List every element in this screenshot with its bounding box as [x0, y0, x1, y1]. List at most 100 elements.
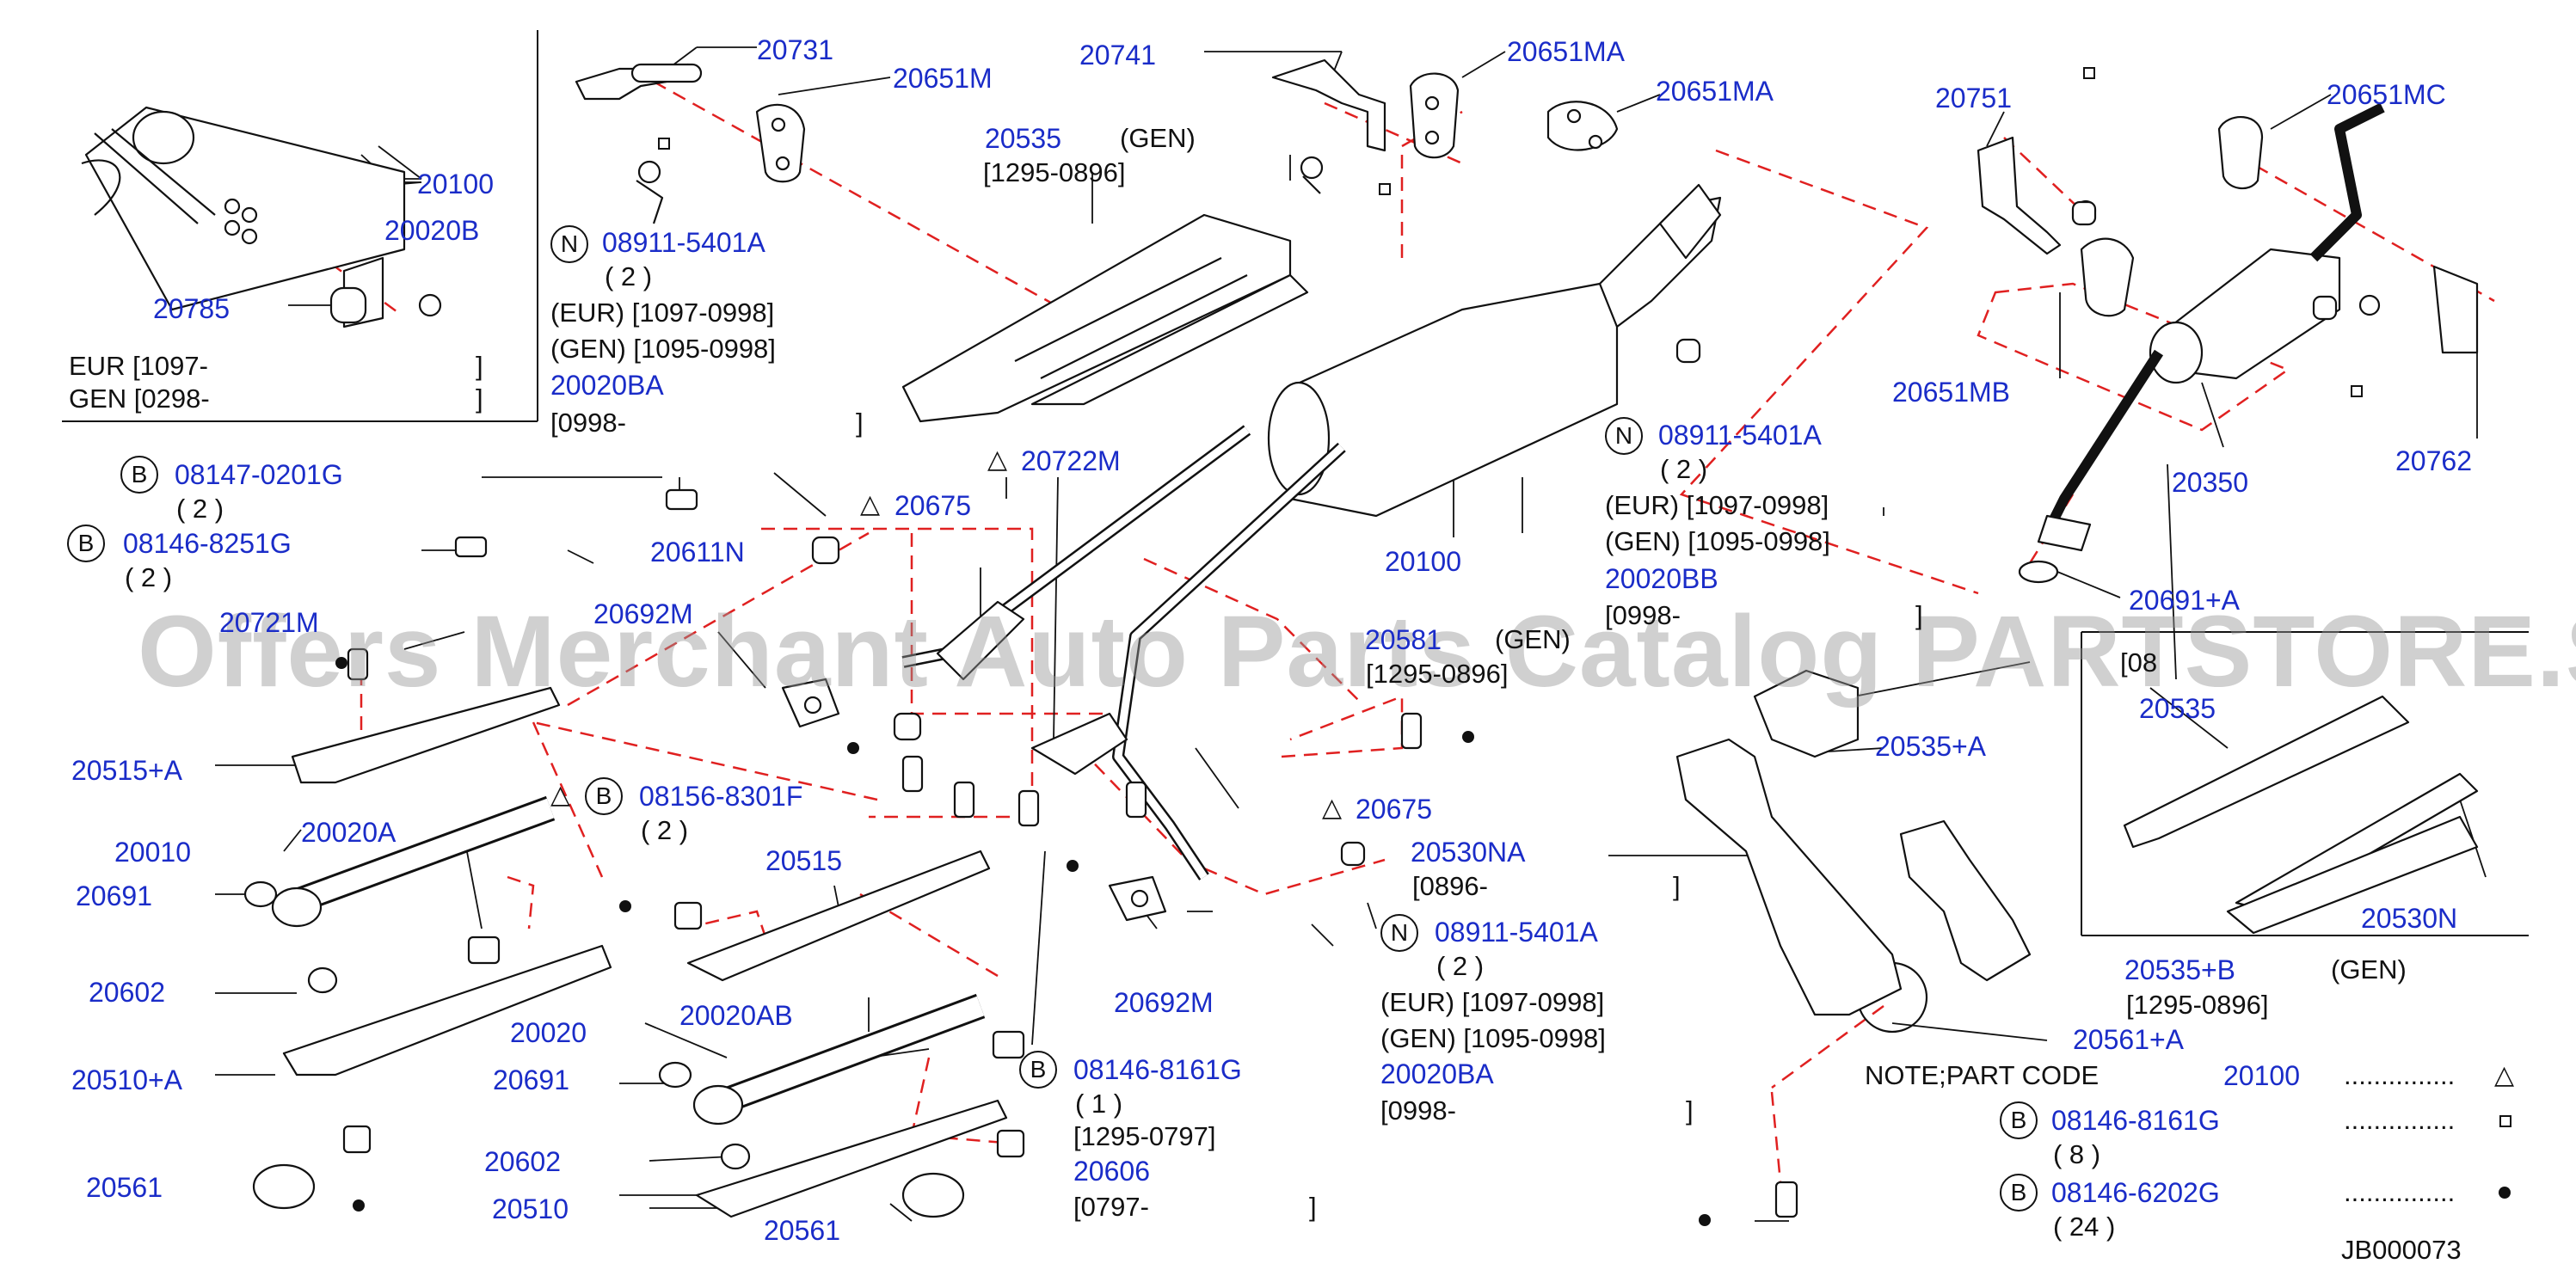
- part-label-20722M[interactable]: 20722M: [1021, 445, 1121, 476]
- fastener-08146-8161G[interactable]: 08146-8161G: [1073, 1054, 1242, 1085]
- qty-08911-1: ( 2 ): [605, 261, 653, 291]
- part-label-20675-2[interactable]: 20675: [1356, 794, 1432, 825]
- square-mark: [1379, 183, 1391, 195]
- part-label-20350[interactable]: 20350: [2172, 467, 2248, 498]
- parts-artwork: [81, 58, 2479, 1218]
- fastener-08911-5401A-2[interactable]: 08911-5401A: [1658, 420, 1822, 451]
- note-fastener-08146-8161G[interactable]: 08146-8161G: [2051, 1105, 2220, 1136]
- note-fastener-08146-6202G[interactable]: 08146-6202G: [2051, 1177, 2220, 1208]
- part-label-20510-A[interactable]: 20510+A: [71, 1064, 183, 1095]
- part-label-20651MC[interactable]: 20651MC: [2327, 79, 2446, 110]
- triangle-mark: △: [550, 780, 571, 810]
- part-label-20535-A[interactable]: 20535+A: [1875, 731, 1987, 762]
- part-label-20611N[interactable]: 20611N: [650, 537, 745, 567]
- part-label-20535-inset[interactable]: 20535: [2139, 693, 2216, 724]
- range-0998-2: [0998-: [1605, 600, 1681, 630]
- part-label-20785[interactable]: 20785: [153, 293, 230, 324]
- inset-eur-bracket: ]: [476, 351, 483, 381]
- part-label-20561-1[interactable]: 20561: [86, 1172, 163, 1203]
- part-label-20692M-1[interactable]: 20692M: [593, 598, 693, 629]
- part-label-20762[interactable]: 20762: [2395, 445, 2472, 476]
- fastener-08911-5401A-1[interactable]: 08911-5401A: [602, 227, 765, 258]
- part-label-20530N[interactable]: 20530N: [2361, 903, 2458, 934]
- part-label-20020BA-1[interactable]: 20020BA: [550, 370, 664, 401]
- bracket-close-2: ]: [1915, 600, 1923, 630]
- part-label-20721M[interactable]: 20721M: [219, 607, 319, 638]
- part-label-20692M-2[interactable]: 20692M: [1114, 987, 1214, 1018]
- fastener-08911-5401A-3[interactable]: 08911-5401A: [1435, 917, 1598, 948]
- range-fragment-08: [08: [2120, 647, 2158, 678]
- range-20535: [1295-0896]: [983, 157, 1126, 187]
- part-label-20731[interactable]: 20731: [757, 34, 833, 65]
- fastener-08147-0201G[interactable]: 08147-0201G: [175, 459, 343, 490]
- square-mark: [658, 138, 670, 150]
- fastener-08146-8251G[interactable]: 08146-8251G: [123, 528, 292, 559]
- bolt-mark-B: B: [67, 525, 105, 562]
- part-label-20561-2[interactable]: 20561: [764, 1215, 840, 1246]
- range-0797: [0797-: [1073, 1192, 1149, 1222]
- bracket-close-5: ]: [1309, 1192, 1317, 1222]
- part-label-20651MA-1[interactable]: 20651MA: [1507, 36, 1625, 67]
- part-label-20020BA-2[interactable]: 20020BA: [1380, 1058, 1494, 1089]
- part-label-20691-A[interactable]: 20691+A: [2129, 585, 2241, 616]
- part-label-20741[interactable]: 20741: [1079, 40, 1156, 71]
- eur-range-1: (EUR) [1097-0998]: [550, 298, 775, 328]
- triangle-mark: △: [1322, 793, 1343, 823]
- part-label-20651MB[interactable]: 20651MB: [1892, 377, 2010, 408]
- bolt-mark-B: B: [1019, 1051, 1057, 1089]
- qty-08911-3: ( 2 ): [1436, 951, 1485, 981]
- part-label-20606[interactable]: 20606: [1073, 1156, 1150, 1187]
- bolt-mark-B: B: [2000, 1174, 2038, 1212]
- part-label-20535-top[interactable]: 20535: [985, 123, 1061, 154]
- part-label-20602-2[interactable]: 20602: [484, 1146, 561, 1177]
- part-label-20751[interactable]: 20751: [1935, 83, 2012, 113]
- part-label-20530NA[interactable]: 20530NA: [1411, 837, 1526, 868]
- part-label-20691-2[interactable]: 20691: [493, 1064, 569, 1095]
- triangle-mark: △: [860, 489, 881, 519]
- part-label-20561-A[interactable]: 20561+A: [2073, 1024, 2185, 1055]
- part-label-20651M[interactable]: 20651M: [893, 63, 993, 94]
- dot-mark: [353, 1199, 365, 1212]
- bracket-close-3: ]: [1673, 871, 1681, 901]
- qty-08156: ( 2 ): [641, 815, 689, 845]
- bolt-mark-B: B: [120, 456, 158, 494]
- part-label-20691-1[interactable]: 20691: [76, 880, 152, 911]
- part-label-20602-1[interactable]: 20602: [89, 977, 165, 1008]
- qty-08146-8161: ( 1 ): [1075, 1089, 1123, 1119]
- part-label-20020B[interactable]: 20020B: [384, 215, 480, 246]
- eur-range-2: (EUR) [1097-0998]: [1605, 490, 1829, 520]
- dot-mark: [847, 742, 859, 754]
- bracket-close-1: ]: [856, 408, 864, 438]
- fastener-08156-8301F[interactable]: 08156-8301F: [639, 781, 803, 812]
- gen-range-3: (GEN) [1095-0998]: [1380, 1023, 1606, 1053]
- note-label: NOTE;PART CODE: [1865, 1060, 2100, 1090]
- part-label-20010[interactable]: 20010: [114, 837, 191, 868]
- part-label-20020AB[interactable]: 20020AB: [679, 1000, 793, 1031]
- part-label-20510[interactable]: 20510: [492, 1193, 569, 1224]
- range-20535B: [1295-0896]: [2126, 990, 2269, 1020]
- note-part-20100[interactable]: 20100: [2223, 1060, 2300, 1091]
- part-label-20515[interactable]: 20515: [765, 845, 842, 876]
- legend-triangle-mark: △: [2494, 1060, 2515, 1090]
- part-label-20020A[interactable]: 20020A: [301, 817, 397, 848]
- part-label-20100-inset[interactable]: 20100: [417, 169, 494, 199]
- bolt-mark-B: B: [2000, 1101, 2038, 1139]
- dot-mark: [1699, 1214, 1711, 1226]
- part-label-20651MA-2[interactable]: 20651MA: [1656, 76, 1774, 107]
- qty-note-8: ( 8 ): [2053, 1139, 2101, 1169]
- part-label-20020[interactable]: 20020: [510, 1017, 587, 1048]
- part-label-20581[interactable]: 20581: [1365, 624, 1442, 655]
- qty-08146-8251: ( 2 ): [125, 562, 173, 592]
- note-leader-dots-2: ...............: [2344, 1105, 2456, 1135]
- part-label-20020BB[interactable]: 20020BB: [1605, 563, 1718, 594]
- part-label-20535-B[interactable]: 20535+B: [2124, 954, 2236, 985]
- inset-gen-bracket: ]: [476, 383, 483, 414]
- dot-mark: [1067, 860, 1079, 872]
- dot-mark: [1462, 731, 1474, 743]
- part-label-20100-main[interactable]: 20100: [1385, 546, 1461, 577]
- part-label-20515-A[interactable]: 20515+A: [71, 755, 183, 786]
- inset-eur-range: EUR [1097-: [69, 351, 208, 381]
- nut-mark-N: N: [1605, 417, 1643, 455]
- part-label-20675-1[interactable]: 20675: [895, 490, 971, 521]
